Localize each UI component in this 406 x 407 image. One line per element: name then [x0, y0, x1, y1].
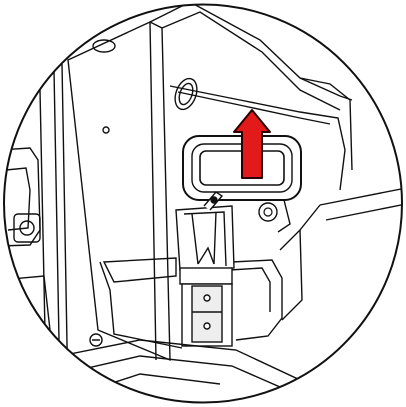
handle-pivot — [258, 202, 278, 222]
arrow-up-icon — [233, 109, 271, 179]
clip-spring-right — [213, 211, 217, 265]
housing-right-wall — [299, 77, 353, 171]
clip-frame-inner — [183, 211, 227, 267]
cavity-lip — [102, 257, 177, 283]
handle-pivot-inner — [263, 207, 273, 217]
housing-shelf-inner — [177, 91, 331, 125]
left-bolt — [19, 220, 35, 236]
cavity — [99, 257, 283, 349]
base-step — [43, 355, 297, 395]
housing-shelf — [169, 85, 346, 191]
panel-screw — [89, 333, 103, 347]
housing-oval-hole-inner — [178, 82, 194, 106]
left-rail-c — [61, 63, 69, 401]
slide-screw-bottom — [203, 322, 211, 330]
right-block-side — [279, 228, 303, 321]
right-block-edge — [325, 203, 402, 221]
slide-screw-top — [203, 294, 211, 302]
slide-cap — [179, 267, 233, 285]
clip-assembly — [175, 191, 235, 271]
cavity-right-wall — [231, 259, 283, 341]
lens-outline — [3, 3, 403, 404]
handle-arm — [277, 199, 291, 233]
panel-hole-top — [92, 39, 116, 53]
panel-edge — [149, 21, 157, 361]
direction-arrow-shape — [233, 109, 271, 179]
cavity-right-inner — [229, 267, 271, 312]
panel-hole-small — [102, 126, 110, 134]
clip-spring-joint — [197, 246, 215, 265]
main-panel — [67, 21, 171, 362]
left-nut — [13, 213, 41, 243]
right-block-corner — [299, 204, 321, 231]
slide-block — [179, 267, 233, 347]
housing-inner-edge — [161, 11, 341, 111]
clip-hook-pin — [210, 196, 218, 204]
housing-oval-hole — [174, 77, 198, 111]
left-bracket-inner — [5, 167, 31, 231]
panel-face — [67, 21, 171, 362]
clip-frame — [175, 205, 235, 271]
left-bracket — [4, 147, 41, 247]
clip-spring-left — [191, 213, 199, 265]
